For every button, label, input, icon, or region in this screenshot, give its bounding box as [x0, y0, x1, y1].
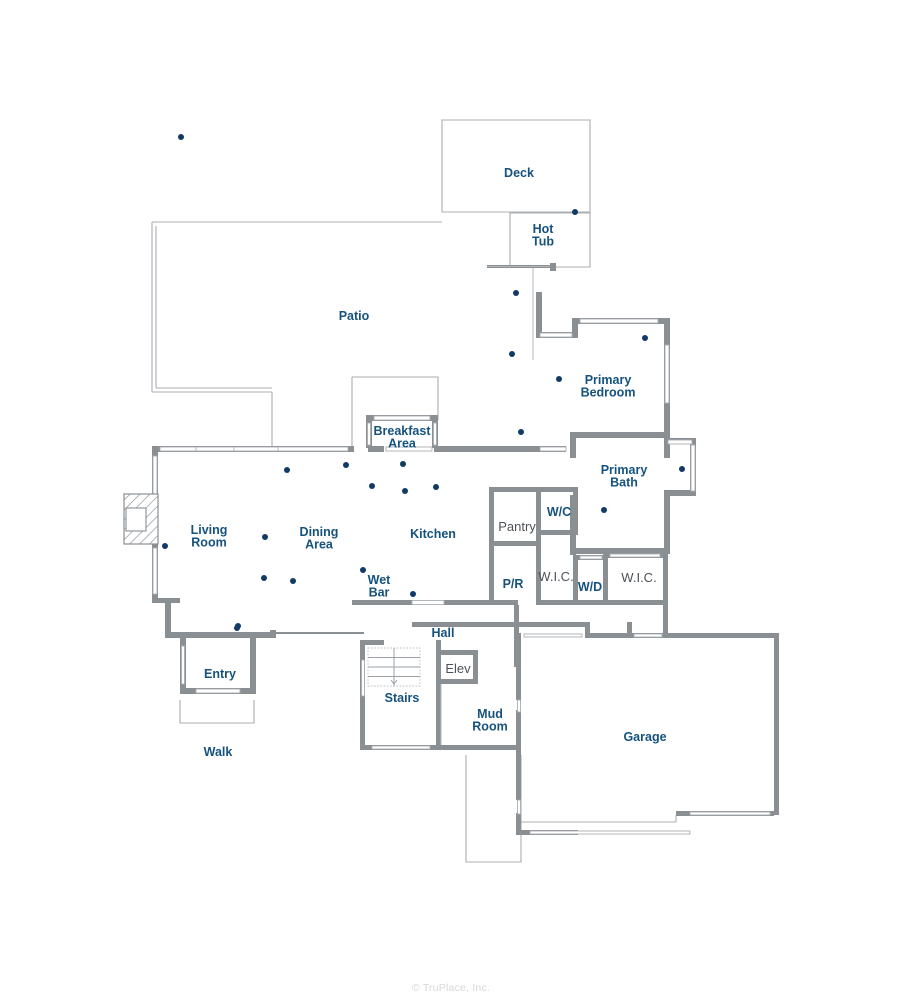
photo-hotspot-marker[interactable]: [433, 484, 439, 490]
photo-hotspot-marker[interactable]: [262, 534, 268, 540]
hotspot-layer[interactable]: [162, 134, 685, 631]
wd-door: [579, 553, 661, 560]
photo-hotspot-marker[interactable]: [642, 335, 648, 341]
room-label-garage: Garage: [623, 730, 666, 744]
room-label-wd: W/D: [578, 580, 602, 594]
room-label-powder-room: P/R: [503, 577, 524, 591]
room-label-wic-right: W.I.C.: [621, 570, 656, 585]
walk-outline: [179, 700, 255, 724]
photo-hotspot-marker[interactable]: [162, 543, 168, 549]
photo-hotspot-marker[interactable]: [601, 507, 607, 513]
hall-doors: [523, 633, 663, 638]
room-label-deck: Deck: [504, 166, 534, 180]
photo-hotspot-marker[interactable]: [178, 134, 184, 140]
mudroom-openings: [517, 699, 521, 815]
room-label-wic-left: W.I.C.: [538, 569, 573, 584]
entry-door: [181, 645, 241, 694]
photo-hotspot-marker[interactable]: [679, 466, 685, 472]
stairs-treads: [361, 647, 431, 750]
photo-hotspot-marker[interactable]: [400, 461, 406, 467]
photo-hotspot-marker[interactable]: [513, 290, 519, 296]
threshold-post: [550, 263, 556, 271]
patio-outline: [151, 221, 442, 448]
photo-hotspot-marker[interactable]: [235, 623, 241, 629]
elevator-walls: [436, 650, 478, 684]
garage-lower-outline: [521, 815, 677, 823]
north-wall-windows: [159, 446, 567, 452]
living-south-wall: [352, 600, 518, 605]
fireplace: [123, 493, 159, 545]
photo-hotspot-marker[interactable]: [261, 575, 267, 581]
photo-hotspot-marker[interactable]: [290, 578, 296, 584]
pantry-wc-walls: [489, 487, 578, 605]
room-label-pantry: Pantry: [498, 519, 536, 534]
room-label-elevator: Elev: [445, 661, 471, 676]
room-label-wc: W/C: [547, 505, 571, 519]
photo-hotspot-marker[interactable]: [410, 591, 416, 597]
bath-window-glass: [667, 439, 696, 492]
garage-door: [529, 811, 771, 835]
photo-hotspot-marker[interactable]: [509, 351, 515, 357]
room-label-stairs: Stairs: [385, 691, 420, 705]
deck-threshold: [487, 265, 550, 268]
copyright-watermark: © TruPlace, Inc.: [411, 982, 491, 994]
hot-tub-outline: [509, 211, 591, 268]
breakfast-window-glass: [367, 415, 437, 446]
breakfast-bay-outline: [351, 376, 439, 448]
photo-hotspot-marker[interactable]: [572, 209, 578, 215]
photo-hotspot-marker[interactable]: [518, 429, 524, 435]
photo-hotspot-marker[interactable]: [284, 467, 290, 473]
room-label-patio: Patio: [339, 309, 370, 323]
bedroom-window-glass: [539, 318, 670, 404]
room-label-hall: Hall: [432, 626, 455, 640]
room-label-kitchen: Kitchen: [410, 527, 456, 541]
room-label-walk: Walk: [204, 745, 233, 759]
photo-hotspot-marker[interactable]: [402, 488, 408, 494]
entry-right-thin-wall: [276, 632, 364, 634]
photo-hotspot-marker[interactable]: [360, 567, 366, 573]
photo-hotspot-marker[interactable]: [556, 376, 562, 382]
mudroom-lower-outline: [465, 755, 522, 863]
photo-hotspot-marker[interactable]: [343, 462, 349, 468]
room-label-entry: Entry: [204, 667, 236, 681]
photo-hotspot-marker[interactable]: [369, 483, 375, 489]
